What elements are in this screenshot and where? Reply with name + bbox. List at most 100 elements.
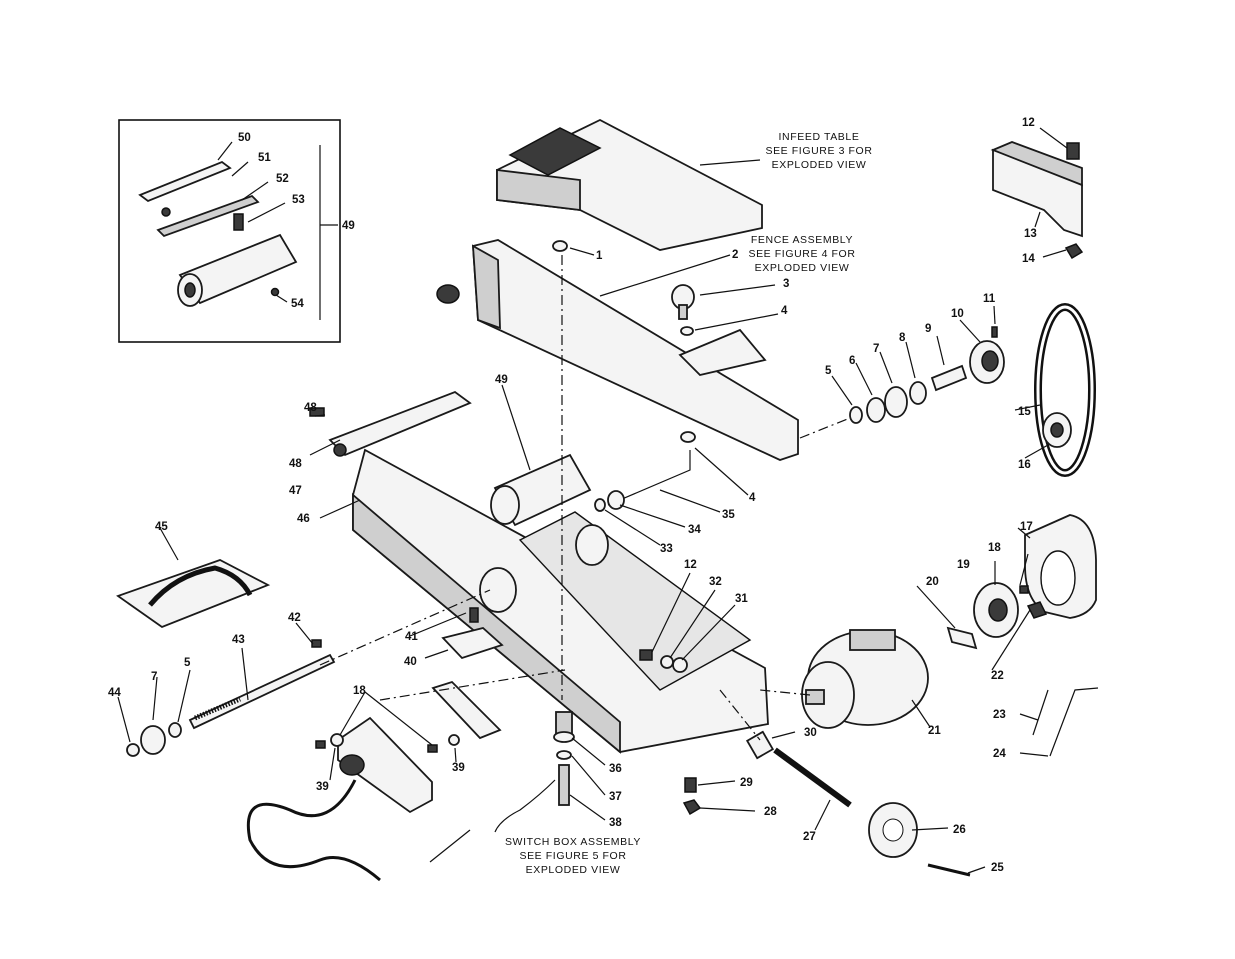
planer-base-46	[352, 448, 769, 754]
part-labels: 50 51 52 53 49 54 1 2 3 4 12 13 14 11 10…	[108, 117, 1037, 874]
gib-screw-51	[161, 207, 171, 217]
caption-switch-box: SWITCH BOX ASSEMBLY SEE FIGURE 5 FOR EXP…	[505, 836, 640, 876]
washer-32	[660, 655, 674, 669]
washer-39-right	[448, 734, 460, 746]
motor-guard-17	[1024, 514, 1097, 619]
pulley-16	[1042, 412, 1072, 448]
ring-8	[909, 381, 927, 405]
label-24: 24	[993, 748, 1006, 760]
label-18-motor: 18	[988, 542, 1001, 554]
fence-assembly	[436, 239, 799, 461]
belt-guard-13	[990, 141, 1083, 238]
label-46: 46	[297, 513, 310, 525]
svg-text:FENCE ASSEMBLY: FENCE ASSEMBLY	[751, 234, 853, 246]
label-25: 25	[991, 862, 1004, 874]
label-40: 40	[404, 656, 417, 668]
pulley-10	[969, 340, 1005, 384]
label-4-lower: 4	[749, 492, 756, 504]
label-27: 27	[803, 831, 816, 843]
clip-44	[126, 743, 140, 757]
washer-1	[552, 240, 568, 252]
label-5-top: 5	[825, 365, 832, 377]
svg-text:SEE FIGURE 3 FOR: SEE FIGURE 3 FOR	[765, 145, 872, 157]
knife-gib-52	[156, 194, 260, 238]
label-1: 1	[596, 250, 603, 262]
bracket-20	[946, 626, 978, 650]
label-21: 21	[928, 725, 941, 737]
plate-40	[441, 627, 504, 660]
label-49: 49	[495, 374, 508, 386]
screw-41	[469, 607, 479, 623]
label-41: 41	[405, 631, 418, 643]
svg-text:INFEED TABLE: INFEED TABLE	[779, 131, 860, 143]
washer-4-top	[680, 326, 694, 336]
label-14: 14	[1022, 253, 1035, 265]
label-39-left: 39	[316, 781, 329, 793]
screw-18-right	[427, 744, 438, 753]
label-9: 9	[925, 323, 931, 335]
clip-22	[1026, 601, 1048, 619]
label-7-top: 7	[873, 343, 879, 355]
svg-text:EXPLODED VIEW: EXPLODED VIEW	[526, 864, 621, 876]
ring-5	[849, 406, 863, 424]
spacer-9	[930, 364, 968, 392]
label-32: 32	[709, 576, 722, 588]
label-48: 48	[289, 458, 302, 470]
setscrew-11	[991, 326, 998, 338]
fence-bracket	[678, 328, 767, 376]
nut-34	[607, 490, 625, 510]
washer-4-lower	[680, 431, 696, 443]
screw-54	[270, 287, 280, 297]
label-49-inset: 49	[342, 220, 355, 232]
screw-27	[773, 747, 852, 808]
label-34: 34	[688, 524, 701, 536]
knife-blade-50	[138, 160, 232, 203]
hex-key-23	[1032, 689, 1049, 736]
cutterhead-inset	[177, 233, 298, 307]
washer-39-left	[330, 733, 344, 747]
fence-knob-3	[671, 284, 695, 320]
label-16: 16	[1018, 459, 1031, 471]
ring-6	[866, 397, 886, 423]
label-50: 50	[238, 132, 251, 144]
spring-53	[233, 213, 244, 231]
bearing-bore-left	[479, 567, 517, 613]
caption-infeed-table: INFEED TABLE SEE FIGURE 3 FOR EXPLODED V…	[765, 131, 872, 171]
outfeed-table-47	[328, 390, 472, 457]
switch-cover	[431, 680, 502, 740]
bearing-7	[884, 386, 908, 418]
knob-26	[868, 802, 918, 858]
label-26: 26	[953, 824, 966, 836]
label-30: 30	[804, 727, 817, 739]
label-45: 45	[155, 521, 168, 533]
label-47: 47	[289, 485, 302, 497]
bushing-30	[745, 730, 775, 760]
label-4-top: 4	[781, 305, 788, 317]
screw-18-left	[315, 740, 326, 749]
motor-21	[801, 629, 929, 729]
label-2: 2	[732, 249, 738, 261]
label-36: 36	[609, 763, 622, 775]
bearing-bore-right	[575, 524, 609, 566]
label-19: 19	[957, 559, 970, 571]
label-31: 31	[735, 593, 748, 605]
label-3: 3	[783, 278, 789, 290]
label-37: 37	[609, 791, 622, 803]
bearing-7-left	[140, 725, 166, 755]
label-8: 8	[899, 332, 906, 344]
switch-box-assembly	[246, 716, 433, 882]
svg-text:SEE FIGURE 5 FOR: SEE FIGURE 5 FOR	[519, 850, 626, 862]
label-48-alt: 48	[304, 402, 317, 414]
label-20: 20	[926, 576, 939, 588]
infeed-table	[496, 118, 763, 251]
bolt-36	[553, 711, 575, 743]
nut-28	[682, 799, 702, 816]
washer-33	[594, 498, 606, 512]
washer-31	[672, 657, 688, 673]
label-39-right: 39	[452, 762, 465, 774]
label-52: 52	[276, 173, 289, 185]
v-belt-15	[1034, 303, 1096, 477]
label-17: 17	[1020, 521, 1033, 533]
label-29: 29	[740, 777, 753, 789]
